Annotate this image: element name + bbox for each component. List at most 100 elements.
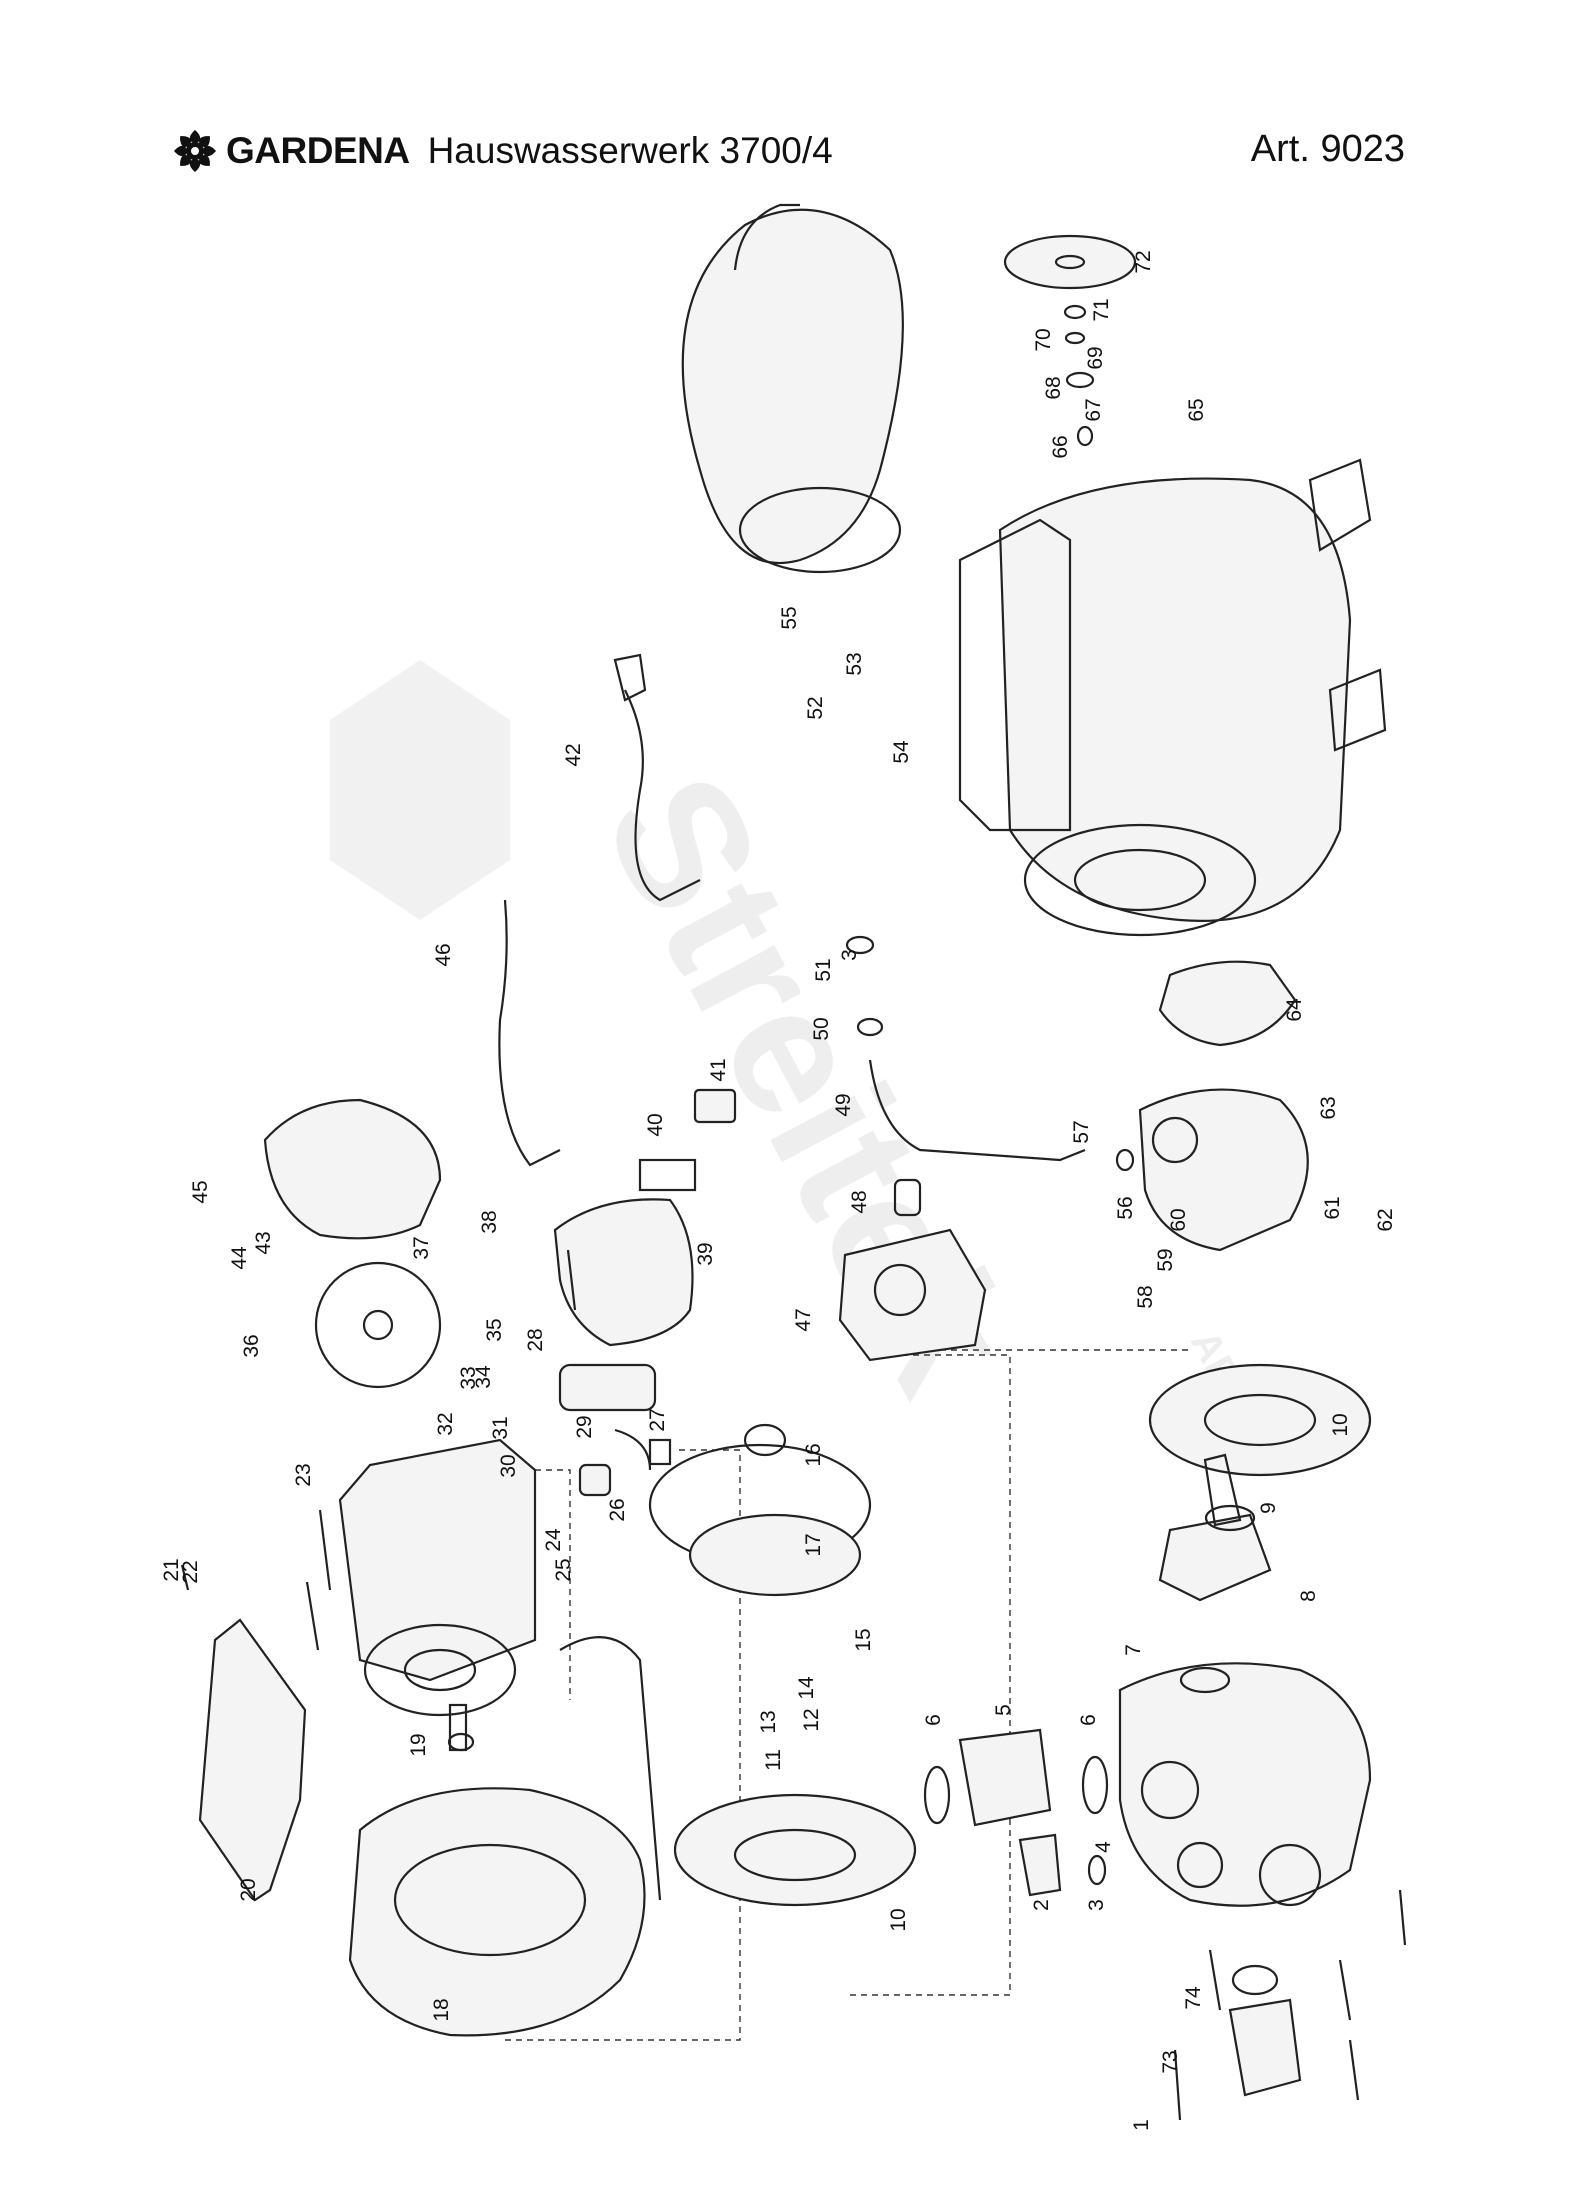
part-label-11: 11 — [762, 1749, 785, 1771]
part-label-57: 57 — [1070, 1120, 1093, 1143]
part-label-10: 10 — [887, 1908, 910, 1931]
part-label-54: 54 — [890, 740, 913, 764]
part-label-33: 33 — [457, 1366, 480, 1389]
part-label-8: 8 — [1297, 1590, 1320, 1602]
handle — [198, 1618, 307, 1902]
part-label-28: 28 — [524, 1328, 547, 1351]
part-label-44: 44 — [228, 1246, 251, 1270]
part-label-36: 36 — [240, 1334, 263, 1357]
part-label-6: 6 — [1077, 1714, 1100, 1726]
brand-name: GARDENA — [226, 130, 410, 171]
assembly-line-b — [850, 1354, 1011, 1996]
part-label-64: 64 — [1283, 998, 1306, 1022]
part-label-18: 18 — [430, 1998, 453, 2021]
part-label-25: 25 — [552, 1558, 575, 1581]
part-label-31: 31 — [489, 1416, 512, 1439]
part-label-20: 20 — [237, 1878, 260, 1901]
part-label-4: 4 — [1092, 1841, 1115, 1853]
part-label-71: 71 — [1090, 298, 1113, 321]
part-label-6: 6 — [922, 1714, 945, 1726]
part-label-12: 12 — [800, 1708, 823, 1731]
part-label-59: 59 — [1154, 1248, 1177, 1271]
part-label-1: 1 — [1130, 2119, 1153, 2131]
part-label-38: 38 — [478, 1210, 501, 1233]
part-label-53: 53 — [843, 652, 866, 675]
part-label-52: 52 — [804, 696, 827, 719]
part-label-51: 51 — [812, 958, 835, 981]
part-label-32: 32 — [434, 1412, 457, 1435]
part-label-19: 19 — [407, 1733, 430, 1756]
part-label-37: 37 — [410, 1236, 433, 1259]
part-label-65: 65 — [1185, 398, 1208, 421]
part-label-26: 26 — [606, 1498, 629, 1521]
watermark-hex-icon — [330, 660, 510, 920]
part-label-21: 21 — [160, 1558, 183, 1581]
fittings — [958, 1453, 1302, 2097]
part-label-16: 16 — [802, 1443, 825, 1466]
part-label-17: 17 — [802, 1533, 825, 1556]
motor — [338, 1438, 537, 1752]
part-label-60: 60 — [1167, 1208, 1190, 1231]
motor-bracket — [348, 1636, 662, 2037]
part-label-56: 56 — [1114, 1196, 1137, 1219]
part-label-22: 22 — [179, 1560, 202, 1583]
part-label-73: 73 — [1159, 2050, 1182, 2073]
part-label-63: 63 — [1317, 1096, 1340, 1119]
part-label-46: 46 — [432, 943, 455, 966]
part-label-29: 29 — [573, 1415, 596, 1438]
part-label-43: 43 — [252, 1231, 275, 1254]
part-label-70: 70 — [1032, 328, 1055, 351]
part-label-55: 55 — [778, 606, 801, 629]
model-name: Hauswasserwerk 3700/4 — [427, 130, 833, 171]
part-label-48: 48 — [848, 1190, 871, 1213]
membrane-bladder — [681, 203, 904, 574]
part-label-74: 74 — [1182, 1986, 1205, 2010]
part-label-3: 3 — [838, 949, 861, 961]
article-number: Art. 9023 — [1250, 128, 1405, 170]
screws — [180, 1249, 1407, 2121]
capacitor-and-small-parts — [558, 1363, 672, 1497]
part-label-66: 66 — [1049, 435, 1072, 458]
part-label-5: 5 — [992, 1704, 1015, 1716]
seal-rings — [447, 935, 1279, 1996]
fan-and-covers — [263, 1088, 737, 1389]
part-label-47: 47 — [792, 1308, 815, 1331]
part-label-23: 23 — [292, 1463, 315, 1486]
part-label-39: 39 — [694, 1242, 717, 1265]
pump-housing — [1118, 1662, 1372, 1907]
assembly-line-d — [535, 1469, 571, 1700]
assembly-line-a — [505, 1449, 741, 2041]
pressure-tank — [958, 458, 1387, 937]
part-label-69: 69 — [1084, 346, 1107, 369]
part-label-2: 2 — [1030, 1899, 1053, 1911]
part-label-14: 14 — [795, 1676, 818, 1700]
part-label-10: 10 — [1329, 1413, 1352, 1436]
part-label-3: 3 — [1085, 1899, 1108, 1911]
part-label-61: 61 — [1321, 1196, 1344, 1219]
part-label-40: 40 — [644, 1113, 667, 1136]
manifold-assembly — [1138, 960, 1309, 1252]
gardena-logo-icon — [174, 130, 216, 172]
part-label-42: 42 — [562, 743, 585, 766]
part-label-7: 7 — [1122, 1644, 1145, 1656]
part-label-34: 34 — [472, 1365, 495, 1389]
brand-block: GARDENA Hauswasserwerk 3700/4 — [172, 126, 833, 176]
part-label-35: 35 — [483, 1318, 506, 1341]
pressure-switch — [838, 1178, 987, 1362]
part-label-72: 72 — [1132, 250, 1155, 273]
part-label-27: 27 — [646, 1408, 669, 1431]
page-header: GARDENA Hauswasserwerk 3700/4 Art. 9023 — [0, 0, 1573, 220]
connection-hose — [868, 1059, 1086, 1162]
part-label-15: 15 — [852, 1628, 875, 1651]
part-label-58: 58 — [1134, 1285, 1157, 1308]
part-label-50: 50 — [810, 1017, 833, 1040]
part-label-13: 13 — [757, 1710, 780, 1733]
part-label-41: 41 — [707, 1058, 730, 1081]
part-label-67: 67 — [1082, 398, 1105, 421]
part-label-49: 49 — [832, 1093, 855, 1116]
tank-flange-parts — [1003, 234, 1137, 447]
part-label-9: 9 — [1257, 1502, 1280, 1514]
assembly-lines — [505, 1349, 1190, 2041]
